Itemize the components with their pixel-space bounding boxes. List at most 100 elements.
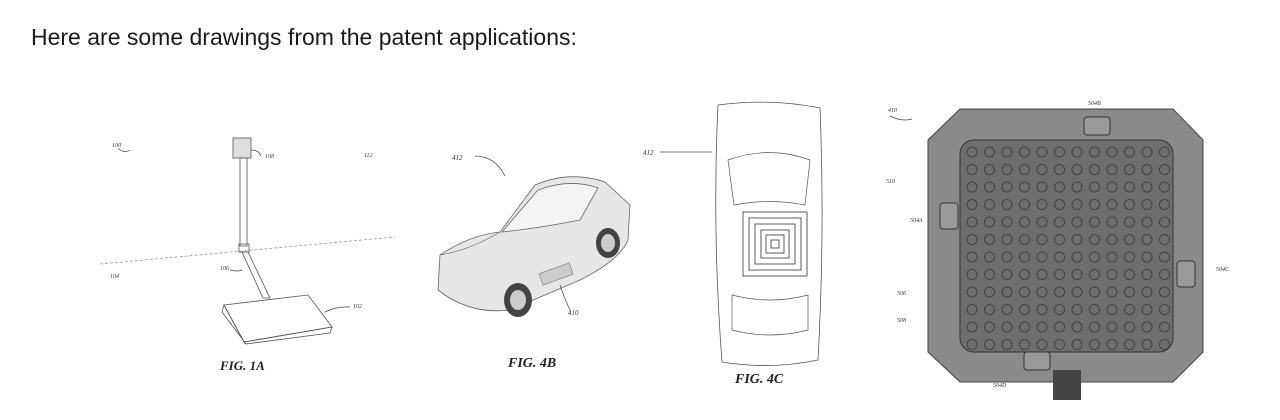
coil-dot: [984, 199, 995, 210]
coil-dot: [1106, 164, 1118, 175]
ref-label: 108: [265, 154, 274, 160]
coil-dot: [984, 339, 995, 350]
coil-dot: [1054, 199, 1065, 210]
coil-dot: [984, 181, 995, 193]
ref-label: 504D: [993, 382, 1007, 389]
ref-label: 504A: [910, 217, 923, 224]
ref-label: 504C: [1216, 266, 1230, 273]
figure-caption: FIG. 1A: [219, 358, 265, 373]
coil-dot: [966, 286, 978, 298]
coil-dot: [1106, 146, 1118, 158]
coil-dot: [1071, 199, 1083, 210]
coil-dot: [1124, 269, 1135, 280]
coil-dot: [1054, 164, 1065, 175]
coil-dot: [1089, 181, 1100, 193]
coil-dot: [1089, 164, 1100, 175]
coil-dot: [1141, 339, 1153, 350]
coil-dot: [1141, 146, 1153, 158]
ref-label: 412: [452, 154, 463, 162]
coil-dot: [1124, 304, 1135, 315]
coil-dot: [1106, 269, 1118, 280]
coil-dot: [1019, 286, 1030, 298]
coil-dot: [1036, 181, 1048, 193]
coil-dot: [1159, 339, 1170, 350]
coil-dot: [984, 286, 995, 298]
ref-label: 112: [364, 153, 373, 159]
coil-dot: [1141, 164, 1153, 175]
coil-dot: [1124, 216, 1135, 228]
patent-figure-4b: 412 410 FIG. 4B: [437, 154, 631, 371]
coil-dot: [1159, 286, 1170, 298]
coil-dot: [1019, 199, 1030, 210]
coil-dot: [1106, 216, 1118, 228]
ref-label: 102: [353, 304, 362, 310]
coil-dot: [1106, 304, 1118, 315]
coil-dot: [1124, 286, 1135, 298]
coil-dot: [1071, 286, 1083, 298]
patent-figure-4c: 412 FIG. 4C: [643, 101, 823, 387]
coil-dot: [1071, 216, 1083, 228]
ref-label: 504B: [1088, 100, 1101, 107]
coil-dot: [1036, 234, 1048, 245]
coil-dot: [1001, 164, 1013, 175]
coil-dot: [1054, 339, 1065, 350]
coil-dot: [1054, 181, 1065, 193]
ref-label: 412: [643, 149, 654, 157]
coil-dot: [1141, 216, 1153, 228]
coil-dot: [1089, 269, 1100, 280]
coil-dot: [1141, 181, 1153, 193]
coil-dot: [1089, 304, 1100, 315]
coil-dot: [1106, 181, 1118, 193]
coil-dot: [1159, 146, 1170, 158]
coil-dot: [1001, 321, 1013, 333]
coil-dot: [984, 251, 995, 263]
coil-dot: [1071, 269, 1083, 280]
coil-dot: [1036, 286, 1048, 298]
coil-dot: [1019, 164, 1030, 175]
coil-dot: [1106, 199, 1118, 210]
coil-dot: [966, 216, 978, 228]
coil-dot: [1054, 269, 1065, 280]
coil-dot: [1089, 199, 1100, 210]
coil-dot: [966, 234, 978, 245]
coil-dot: [1124, 234, 1135, 245]
coil-dot: [1001, 146, 1013, 158]
coil-dot: [1071, 146, 1083, 158]
coil-dot: [1159, 321, 1170, 333]
coil-dot: [1141, 304, 1153, 315]
coil-dot: [966, 304, 978, 315]
coil-dot: [966, 181, 978, 193]
coil-dot: [1001, 199, 1013, 210]
ref-label: 104: [110, 273, 119, 280]
patent-figure-1a: 100 108 112 104 106 102 FIG. 1A: [99, 137, 396, 373]
coil-dot: [1036, 216, 1048, 228]
coil-dot: [1159, 304, 1170, 315]
coil-dot: [1019, 251, 1030, 263]
coil-dot: [1001, 286, 1013, 298]
coil-dot: [1001, 251, 1013, 263]
ref-label: 508: [897, 318, 906, 324]
coil-dot: [984, 304, 995, 315]
coil-dot: [1124, 339, 1135, 350]
coil-dot: [1036, 146, 1048, 158]
coil-dot: [1019, 269, 1030, 280]
coil-dot: [1159, 199, 1170, 210]
patent-figure-charging-pad: 410 504B 510 504A 504C 506 508 504D: [886, 100, 1230, 400]
coil-dot: [966, 339, 978, 350]
coil-dot: [984, 321, 995, 333]
coil-dot: [1141, 321, 1153, 333]
coil-dot: [1124, 251, 1135, 263]
coil-dot: [1001, 216, 1013, 228]
coil-dot: [966, 251, 978, 263]
coil-dot: [1141, 234, 1153, 245]
coil-dot: [1054, 146, 1065, 158]
coil-dot: [1071, 321, 1083, 333]
coil-dot: [1159, 234, 1170, 245]
coil-dot: [1089, 251, 1100, 263]
coil-dot: [984, 146, 995, 158]
coil-dot: [1106, 286, 1118, 298]
coil-dot: [1036, 321, 1048, 333]
coil-dot: [1001, 339, 1013, 350]
coil-dot: [1071, 304, 1083, 315]
coil-dot: [1106, 339, 1118, 350]
